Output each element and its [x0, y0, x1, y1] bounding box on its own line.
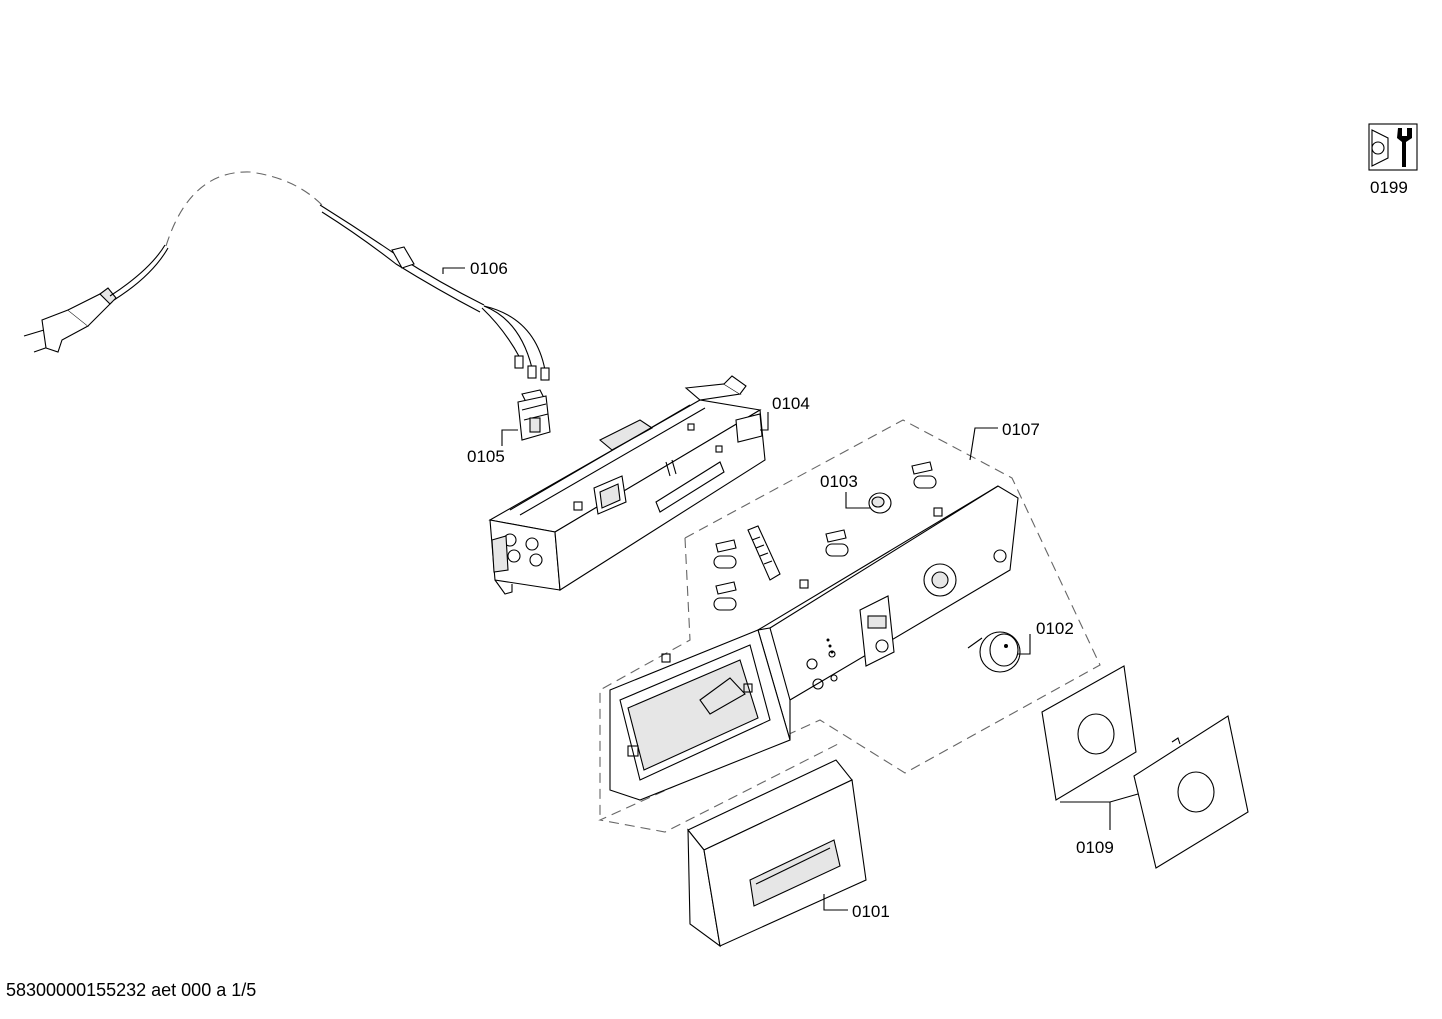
part-label-0109: 0109 [1076, 838, 1114, 857]
leader-line-0109 [1060, 793, 1139, 803]
part-label-0107: 0107 [1002, 420, 1040, 439]
selector-knob-0102 [967, 631, 1021, 673]
leader-line-0105 [501, 429, 518, 446]
part-label-0101: 0101 [852, 902, 890, 921]
power-cord-0106 [23, 171, 550, 381]
part-label-0103: 0103 [820, 472, 858, 491]
leader-line-0103 [845, 492, 870, 509]
filter-connector-0105 [517, 389, 551, 441]
part-label-0105: 0105 [467, 447, 505, 466]
assembly-outline-0107 [598, 419, 1101, 833]
drawer-handle-0101 [687, 759, 867, 948]
electronic-module-0104 [488, 375, 766, 595]
part-label-0102: 0102 [1036, 619, 1074, 638]
leader-line-0107 [969, 427, 998, 461]
document-id: 58300000155232 aet 000 a 1/5 [6, 980, 257, 1000]
cover-plates-0109 [1041, 665, 1249, 869]
leader-line-0102 [1018, 634, 1031, 655]
button-pins [713, 461, 937, 611]
leader-line-0106 [442, 267, 465, 274]
wrench-nut-icon [1368, 123, 1418, 171]
part-label-0199: 0199 [1370, 178, 1408, 197]
part-label-0106: 0106 [470, 259, 508, 278]
part-label-0104: 0104 [772, 394, 810, 413]
control-panel-fascia [609, 485, 1019, 801]
leader-line-0101 [823, 894, 848, 911]
push-button-0103 [868, 492, 892, 514]
leader-line-0104 [760, 412, 769, 431]
